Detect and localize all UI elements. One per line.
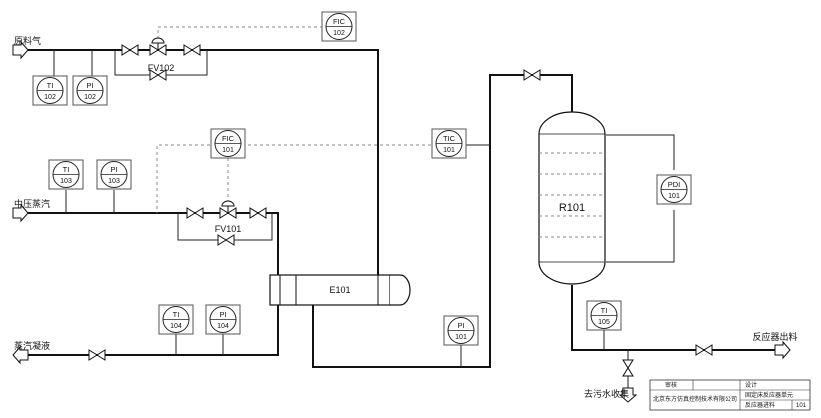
instrument-number: 103 [60,178,72,185]
instrument-tic101[interactable]: TIC 101 [431,128,467,159]
reactor-out-label: 反应器出料 [752,331,797,342]
heat-exchanger-e101[interactable]: E101 [269,274,411,306]
instrument-fic102[interactable]: FIC 102 [321,11,357,42]
feed-gas-pipe [28,49,379,275]
bypass-valve-icon[interactable] [149,69,167,81]
instrument-tag: PI [86,81,93,90]
instrument-tag: TI [173,310,180,319]
instrument-pi101[interactable]: PI 101 [443,315,479,346]
exchanger-label: E101 [329,285,350,295]
title-block-project-label: 设计 [745,381,757,389]
instrument-tag: TIC [443,134,456,143]
instrument-tag: FIC [333,17,346,26]
instrument-ti103[interactable]: TI 103 [48,159,84,190]
instrument-fic101[interactable]: FIC 101 [210,128,246,159]
gate-valve-icon[interactable] [186,207,204,219]
condensate-pipe [28,305,279,356]
condensate-label: 蒸汽凝液 [14,340,50,351]
fic101-signal-left [156,144,228,213]
instrument-ti104[interactable]: TI 104 [158,304,194,335]
instrument-number: 101 [443,147,455,154]
instrument-pi102[interactable]: PI 102 [72,75,108,106]
instrument-tag: PDI [668,180,681,189]
reactor-outlet-valve-icon[interactable] [695,344,713,356]
instrument-tag: FIC [222,134,235,143]
instrument-tag: TI [601,306,608,315]
instrument-number: 104 [217,323,229,330]
instrument-tag: TI [63,165,70,174]
waste-water-arrow [618,387,638,403]
reactor-r101[interactable]: R101 [538,111,606,285]
instrument-pi103[interactable]: PI 103 [96,159,132,190]
mp-steam-pipe [28,212,279,275]
instrument-pdi101[interactable]: PDI 101 [656,174,692,205]
bypass-valve-icon[interactable] [217,234,235,246]
instrument-pi104[interactable]: PI 104 [205,304,241,335]
condensate-valve-icon[interactable] [88,349,106,361]
title-block-company: 北京东方仿真控制技术有限公司 [653,395,737,403]
instrument-number: 102 [84,94,96,101]
instrument-tag: TI [47,81,54,90]
fv101-label: FV101 [215,224,242,234]
gate-valve-icon[interactable] [121,44,139,56]
gate-valve-icon[interactable] [249,207,267,219]
control-valve-fv102-icon[interactable] [149,37,167,56]
instrument-number: 103 [108,178,120,185]
instrument-number: 101 [668,193,680,200]
drain-valve-icon[interactable] [622,359,634,377]
gate-valve-icon[interactable] [183,44,201,56]
instrument-number: 102 [44,94,56,101]
title-block-designed: 审核 [665,381,677,389]
waste-water-label: 去污水收集 [584,388,629,399]
instrument-ti102[interactable]: TI 102 [32,75,68,106]
instrument-number: 101 [455,334,467,341]
pdi101-upper-tap [606,134,675,170]
fic102-signal [157,26,322,45]
title-block: 审核 设计 北京东方仿真控制技术有限公司 固定床反应器单元 反应器进料 101 [649,379,811,411]
title-block-unit: 固定床反应器单元 [745,391,793,399]
instrument-number: 105 [598,319,610,326]
instrument-tag: PI [110,165,117,174]
mp-steam-inlet-arrow [12,203,29,223]
fv102-label: FV102 [148,63,175,73]
title-block-number: 101 [796,403,807,409]
instrument-ti105[interactable]: TI 105 [586,300,622,331]
mp-steam-label: 中压蒸汽 [14,198,50,209]
instrument-tag: PI [457,321,464,330]
pdi101-lower-tap [606,210,675,263]
instrument-number: 102 [333,30,345,37]
instrument-tag: PI [219,310,226,319]
instrument-number: 101 [222,147,234,154]
feed-gas-inlet-arrow [12,40,29,60]
control-valve-fv101-icon[interactable] [219,200,237,219]
reactor-out-arrow [774,340,791,360]
reactor-inlet-valve-icon[interactable] [523,69,541,81]
reactor-feed-pipe [312,74,573,368]
condensate-outlet-arrow [12,345,29,365]
instrument-number: 104 [170,323,182,330]
feed-gas-label: 原料气 [14,35,41,46]
title-block-drawing: 反应器进料 [745,401,775,409]
reactor-label: R101 [559,202,585,214]
